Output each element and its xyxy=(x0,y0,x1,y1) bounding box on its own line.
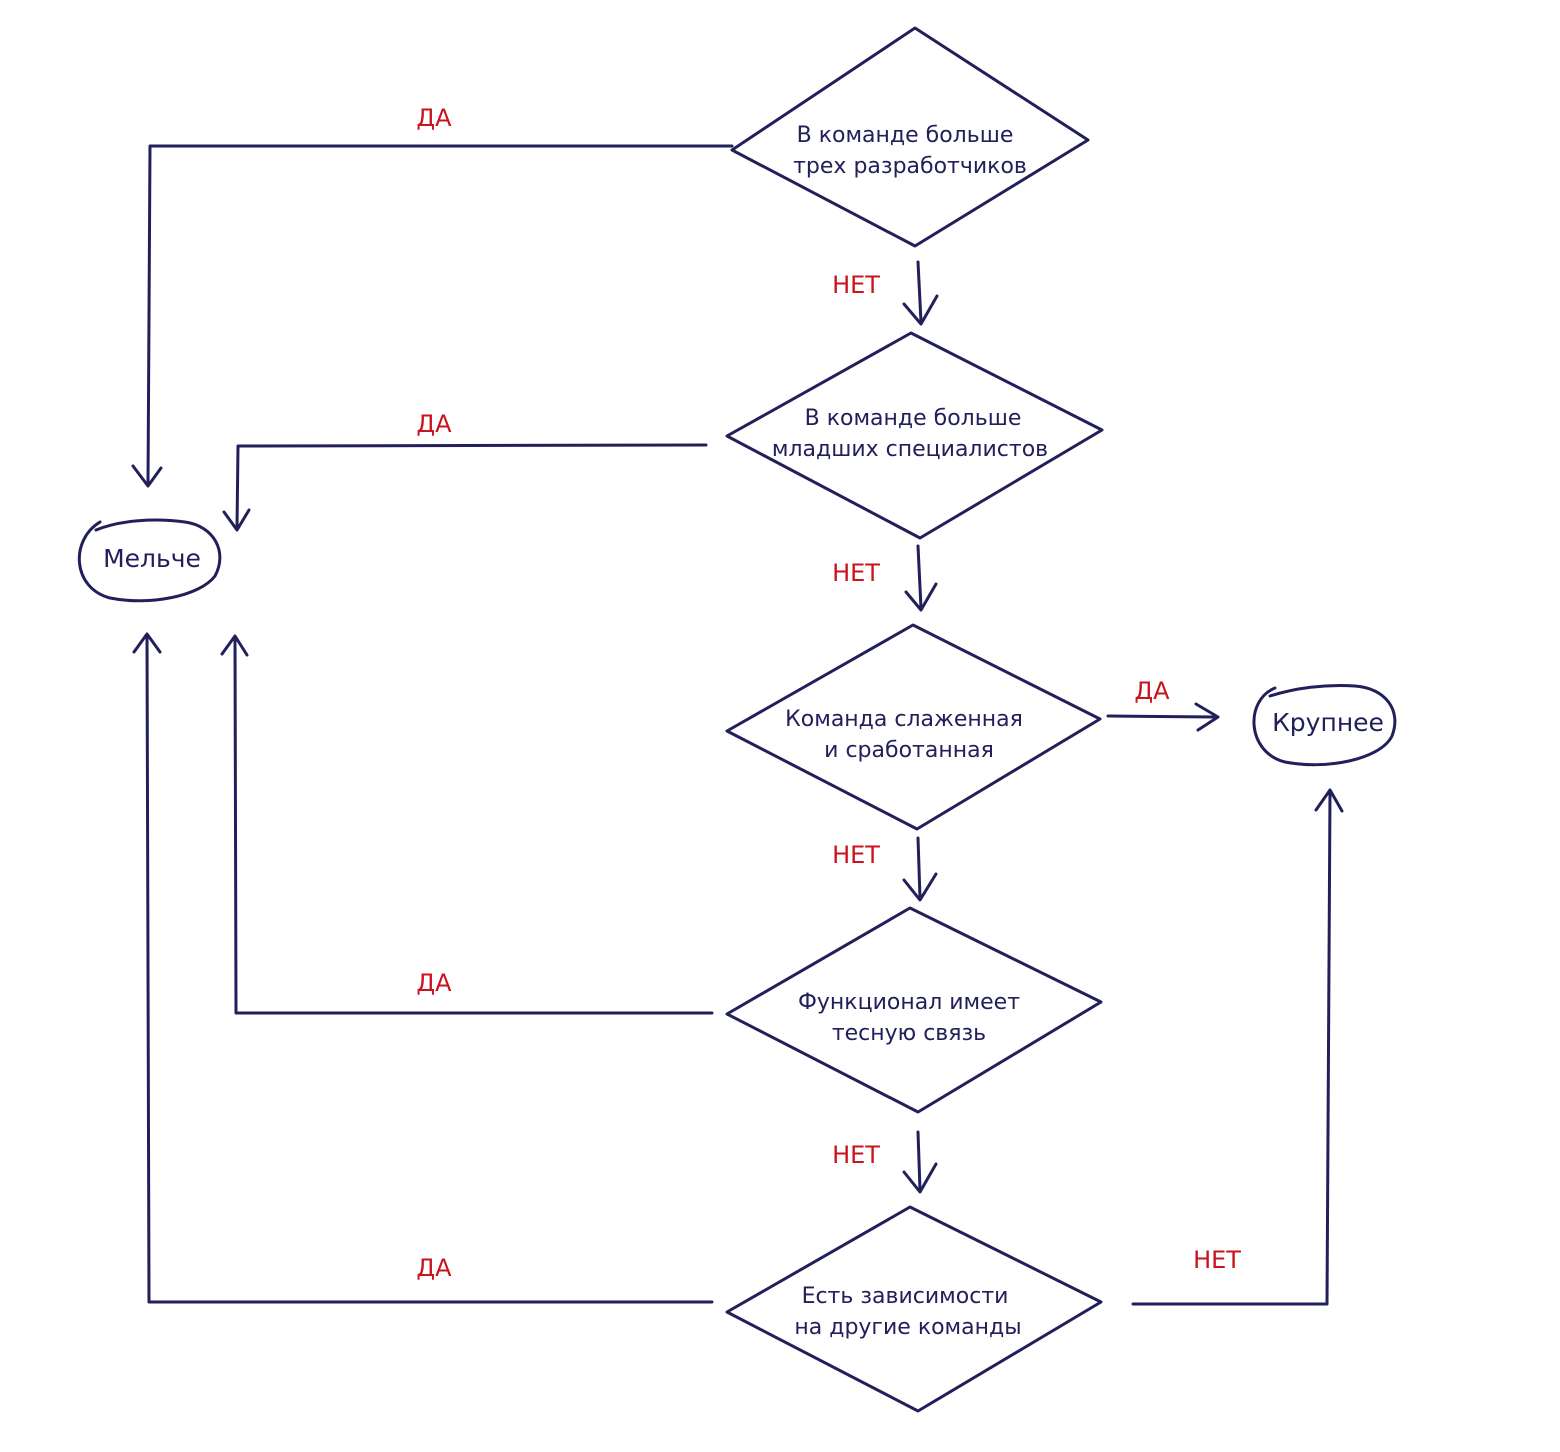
yes-connector-5 xyxy=(132,632,714,1304)
outcome-smaller: Мельче xyxy=(77,518,222,603)
decision-1-line1: В команде больше xyxy=(797,123,1014,148)
decision-1: В команде больше трех разработчиков xyxy=(730,26,1090,248)
yes-label-1: ДА xyxy=(416,104,452,132)
decision-3-line2: и сработанная xyxy=(824,738,994,763)
decision-5: Есть зависимости на другие команды xyxy=(725,1205,1103,1413)
decision-2: В команде больше младших специалистов xyxy=(725,331,1104,540)
decision-3-line1: Команда слаженная xyxy=(785,707,1023,732)
outcome-larger-label: Крупнее xyxy=(1272,708,1384,737)
yes-connector-3 xyxy=(1106,702,1220,732)
no-label-1: НЕТ xyxy=(832,271,880,299)
no-arrow-1 xyxy=(902,260,939,326)
yes-connector-4 xyxy=(220,634,714,1015)
yes-label-3: ДА xyxy=(1134,677,1170,705)
no-arrow-2 xyxy=(904,544,938,612)
no-label-2: НЕТ xyxy=(832,559,880,587)
yes-connector-1 xyxy=(131,144,734,488)
no-arrow-3 xyxy=(902,836,938,902)
no-label-4: НЕТ xyxy=(832,1141,880,1169)
yes-connector-2 xyxy=(222,443,708,532)
no-label-5: НЕТ xyxy=(1193,1246,1241,1274)
outcome-larger: Крупнее xyxy=(1252,684,1397,767)
no-label-3: НЕТ xyxy=(832,841,880,869)
no-arrow-4 xyxy=(902,1130,938,1194)
decision-4-line1: Функционал имеет xyxy=(798,990,1020,1015)
yes-label-5: ДА xyxy=(416,1254,452,1282)
decision-2-line1: В команде больше xyxy=(805,406,1022,431)
decision-5-line1: Есть зависимости xyxy=(802,1284,1009,1309)
yes-label-4: ДА xyxy=(416,969,452,997)
decision-4: Функционал имеет тесную связь xyxy=(725,906,1103,1114)
no-connector-5 xyxy=(1131,788,1344,1306)
decision-2-line2: младших специалистов xyxy=(772,437,1048,462)
decision-1-line2: трех разработчиков xyxy=(793,154,1027,179)
yes-label-2: ДА xyxy=(416,410,452,438)
decision-5-line2: на другие команды xyxy=(794,1315,1021,1340)
decision-3: Команда слаженная и сработанная xyxy=(725,623,1102,831)
decision-4-line2: тесную связь xyxy=(832,1021,986,1046)
outcome-smaller-label: Мельче xyxy=(103,544,201,573)
